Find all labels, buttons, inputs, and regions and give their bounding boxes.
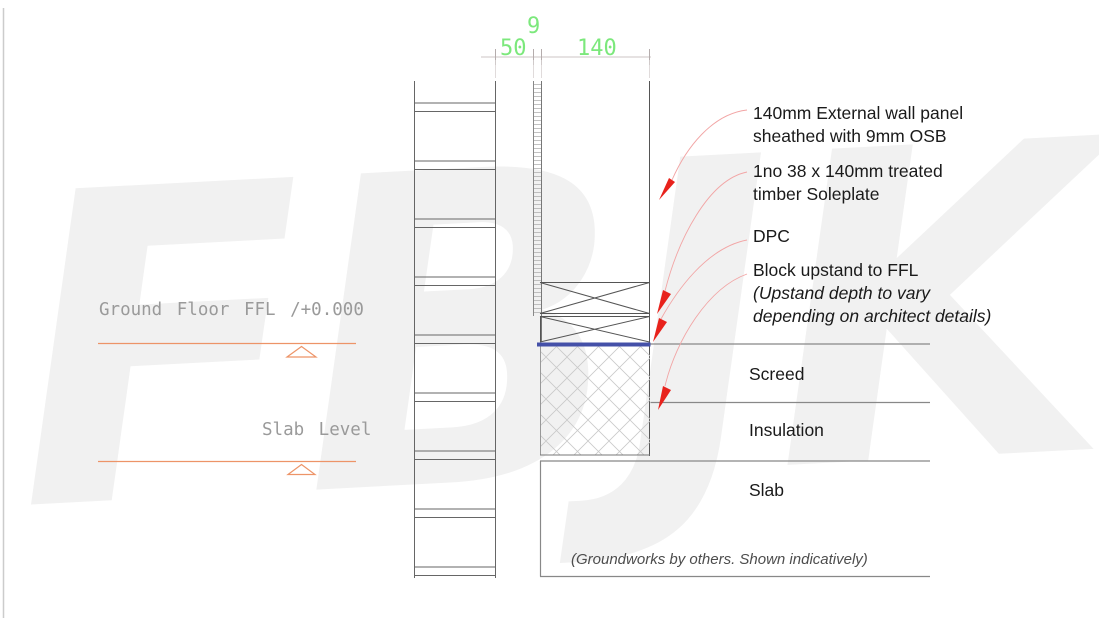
dimension-extension-lines — [495, 60, 650, 78]
floor-lines — [539, 343, 930, 578]
ffl-level-label: Ground Floor FFL /+0.000 — [99, 300, 364, 320]
dim-value-panel: 140 — [577, 36, 617, 61]
level-markers — [98, 342, 356, 476]
watermark-text: FBJK — [1, 49, 1099, 607]
callout-panel-line2: sheathed with 9mm OSB — [753, 126, 947, 146]
label-screed: Screed — [749, 364, 804, 384]
osb-sheathing — [533, 81, 542, 342]
arrow-wall-panel — [659, 178, 675, 200]
arrow-upstand — [658, 386, 671, 410]
soleplate-section — [539, 282, 650, 343]
callout-dpc: DPC — [753, 226, 790, 246]
slab-level-label: Slab Level — [262, 420, 371, 440]
leader-arrowheads — [653, 178, 675, 410]
dimension-string: 50 9 140 — [481, 14, 651, 78]
callout-text-block: 140mm External wall panel sheathed with … — [753, 103, 991, 326]
callout-upstand-line3: depending on architect details) — [753, 306, 991, 326]
dim-value-cavity: 50 — [500, 36, 527, 61]
block-upstand — [540, 346, 650, 456]
callout-panel-line1: 140mm External wall panel — [753, 103, 963, 123]
leader-soleplate — [664, 171, 748, 292]
dim-value-osb: 9 — [527, 14, 540, 39]
masonry-joints — [414, 102, 496, 576]
slab-level-triangle — [286, 463, 317, 476]
floor-layer-labels: Screed Insulation Slab — [749, 364, 824, 500]
callout-upstand-line1: Block upstand to FFL — [753, 260, 919, 280]
arrow-dpc — [653, 318, 667, 342]
leader-wall-panel — [671, 109, 748, 181]
masonry-wall — [414, 81, 496, 578]
label-insulation: Insulation — [749, 420, 824, 440]
leader-upstand — [664, 273, 748, 387]
leader-lines — [660, 109, 748, 387]
soleplate-cross — [539, 316, 650, 343]
callout-soleplate-line2: timber Soleplate — [753, 184, 879, 204]
ffl-level-triangle — [285, 345, 318, 358]
groundworks-footnote: (Groundworks by others. Shown indicative… — [571, 551, 868, 568]
callout-upstand-line2: (Upstand depth to vary — [753, 283, 931, 303]
label-slab: Slab — [749, 480, 784, 500]
bottom-rail-cross — [539, 282, 650, 314]
arrow-soleplate — [657, 290, 671, 314]
callout-soleplate-line1: 1no 38 x 140mm treated — [753, 161, 943, 181]
dpc-line — [537, 342, 651, 347]
leader-dpc — [660, 239, 748, 320]
